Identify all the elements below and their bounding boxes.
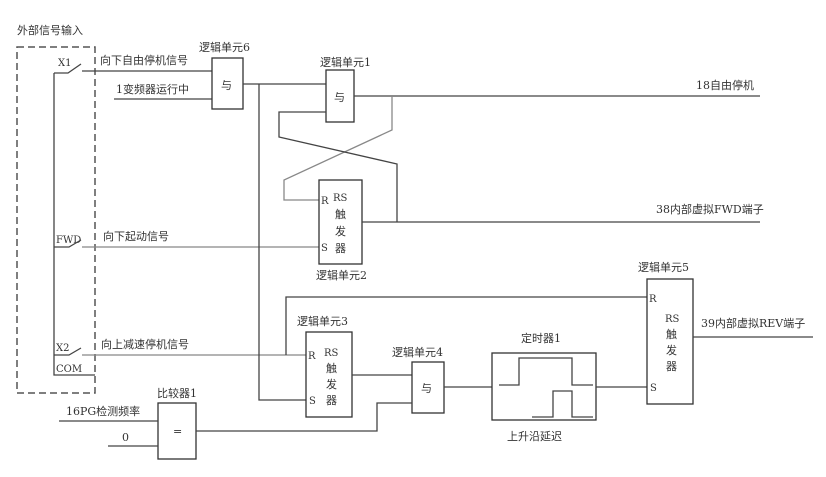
unit4-symbol: 与 [421, 382, 432, 395]
output-rev-terminal: 39内部虚拟REV端子 [701, 316, 805, 330]
unit2-label: 器 [335, 242, 346, 255]
unit2-label: RS [333, 193, 348, 204]
x1-switch-icon [54, 63, 82, 74]
unit2-r-pin: R [321, 196, 329, 207]
unit2-s-pin: S [321, 243, 328, 254]
output-fwd-terminal: 38内部虚拟FWD端子 [656, 202, 764, 216]
x2-switch-icon [54, 347, 82, 356]
unit2-title: 逻辑单元2 [316, 268, 367, 282]
wire-feedback-and [278, 111, 398, 222]
unit6-and-gate [211, 57, 244, 110]
wire-feedback-r [283, 96, 393, 201]
unit5-label: 触 [666, 327, 677, 341]
timer-title: 定时器1 [521, 331, 561, 345]
signal-up-decel-stop: 向上减速停机信号 [101, 337, 189, 351]
unit5-r-pin: R [649, 294, 657, 305]
external-input-panel [16, 46, 96, 394]
unit6-symbol: 与 [221, 79, 232, 92]
unit3-title: 逻辑单元3 [297, 314, 348, 328]
comparator-title: 比较器1 [157, 386, 197, 400]
wire-unit6-branch [258, 84, 306, 401]
common-rail [53, 73, 95, 376]
unit2-label: 发 [335, 224, 346, 238]
unit2-label: 触 [335, 207, 346, 221]
signal-inverter-running: 1变频器运行中 [116, 82, 189, 96]
unit3-label: 发 [326, 377, 337, 391]
unit1-and-gate [325, 69, 355, 123]
timer-block [491, 352, 597, 421]
fwd-label: FWD [56, 235, 81, 246]
wire-x2-to-unit5 [285, 296, 647, 355]
unit5-label: 发 [666, 343, 677, 357]
unit3-r-pin: R [308, 351, 316, 362]
signal-down-start: 向下起动信号 [103, 229, 169, 243]
signal-down-free-stop: 向下自由停机信号 [100, 53, 188, 67]
unit4-title: 逻辑单元4 [392, 345, 443, 359]
unit3-label: 器 [326, 394, 337, 407]
x1-label: X1 [58, 58, 71, 69]
fwd-switch-icon [54, 239, 82, 248]
output-free-stop: 18自由停机 [696, 78, 754, 92]
wire-comparator-out [196, 402, 412, 432]
timer-caption: 上升沿延迟 [507, 430, 562, 443]
unit3-label: RS [324, 348, 339, 359]
signal-zero: 0 [122, 431, 129, 444]
panel-title: 外部信号输入 [17, 23, 83, 37]
unit3-s-pin: S [309, 396, 316, 407]
timer-output-waveform-icon [532, 390, 593, 418]
timer-input-waveform-icon [499, 357, 593, 386]
signal-pg-freq: 16PG检测频率 [66, 404, 140, 418]
x2-label: X2 [56, 343, 69, 354]
unit5-s-pin: S [650, 383, 657, 394]
unit1-symbol: 与 [334, 91, 345, 104]
comparator-symbol: = [173, 425, 182, 438]
unit1-title: 逻辑单元1 [320, 55, 371, 69]
unit3-rs-flipflop [305, 331, 353, 418]
comparator-block [157, 402, 197, 460]
unit5-label: 器 [666, 360, 677, 373]
unit5-title: 逻辑单元5 [638, 260, 689, 274]
unit5-label: RS [665, 314, 680, 325]
unit5-rs-flipflop [646, 278, 694, 405]
unit3-label: 触 [326, 361, 337, 375]
unit6-title: 逻辑单元6 [199, 40, 250, 54]
com-label: COM [56, 364, 82, 375]
